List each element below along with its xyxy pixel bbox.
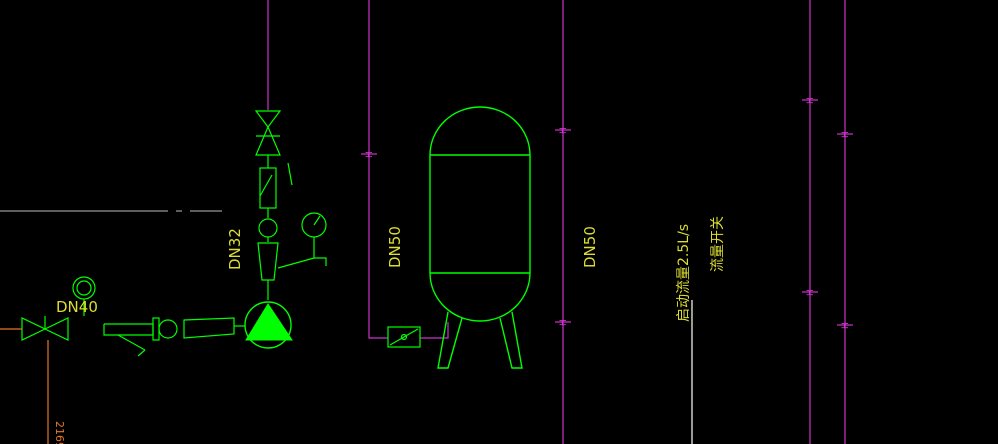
check-valve-flap	[259, 174, 273, 197]
label-dn50-left: DN50	[386, 226, 404, 268]
labels: DN32 DN40 DN50 DN50 启动流量2.5L/s 流量开关	[56, 216, 726, 322]
pump-casing	[244, 301, 292, 349]
flow-switch-icon	[387, 326, 421, 348]
pump-arrow	[245, 303, 293, 341]
gate-valve-icon	[254, 110, 282, 168]
label-dn32: DN32	[226, 228, 244, 270]
pressure-tank-icon	[429, 106, 531, 369]
pressure-gauge-icon	[277, 212, 327, 269]
pipe-mark-letter: H	[806, 97, 816, 104]
pump-icon	[244, 301, 293, 349]
pipe-mark-letter: H	[806, 289, 816, 296]
gate-valve-right	[43, 317, 69, 341]
pipe-network	[267, 0, 846, 444]
pipe-mark-letter: H	[559, 127, 569, 134]
gate-valve-top	[254, 110, 282, 128]
pipe-marks	[361, 99, 853, 326]
flow-switch-dot	[400, 333, 408, 341]
gauge-needle	[313, 215, 321, 226]
inlet-drain-tip	[137, 349, 146, 357]
label-start-flow: 启动流量2.5L/s	[676, 224, 692, 322]
dimension-2169: 2169	[53, 421, 66, 444]
gauge-drain	[314, 257, 327, 266]
inlet-reducer	[183, 317, 235, 339]
pressure-gauge-icon	[72, 276, 96, 316]
pipe-mark-letter: H	[841, 322, 851, 329]
pipe-tank-outlet	[420, 322, 449, 339]
pipe-mark-letters: H H H H H H H	[365, 97, 851, 329]
tank-leg-left	[437, 311, 463, 369]
label-dn50-right: DN50	[581, 226, 599, 268]
flow-switch-diagonal	[389, 328, 419, 346]
inlet-drain	[117, 334, 146, 351]
pipe-mark-letter: H	[841, 131, 851, 138]
check-valve-arrow	[287, 162, 293, 186]
check-valve-icon	[259, 162, 293, 218]
reducer-fitting	[257, 242, 279, 281]
pipe-mark-letter: H	[559, 319, 569, 326]
tank-leg-right	[499, 311, 523, 369]
gauge-inner	[76, 280, 92, 296]
pipe-mark-letter: H	[365, 151, 375, 158]
pipe-riser-b	[368, 0, 388, 339]
inlet-strainer	[103, 323, 154, 336]
flow-switch-body	[387, 326, 421, 348]
label-dn40: DN40	[56, 298, 98, 316]
inlet-line	[103, 317, 245, 357]
label-flow-switch: 流量开关	[710, 216, 726, 272]
